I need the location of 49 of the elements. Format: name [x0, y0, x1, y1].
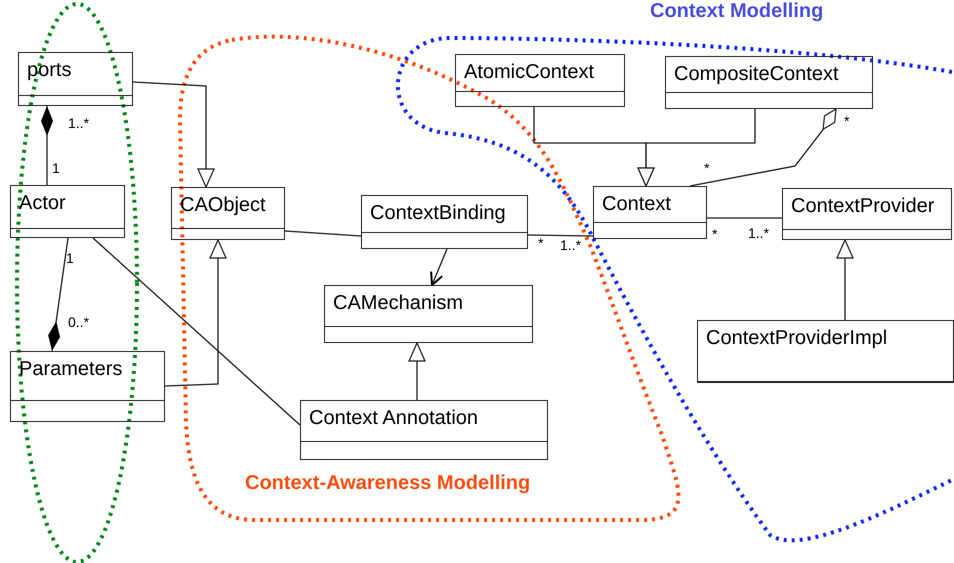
class-box: [10, 185, 125, 238]
association-line: [707, 217, 782, 219]
aggregation-line: [690, 108, 837, 187]
class-name: CAObject: [180, 194, 266, 216]
class-name: ports: [27, 59, 72, 81]
multiplicity: 1: [66, 251, 74, 266]
class-box: [455, 54, 625, 107]
class-box: [593, 186, 707, 239]
class-name: Actor: [19, 192, 66, 214]
class-name: ContextProvider: [791, 195, 934, 217]
multiplicity: *: [538, 236, 544, 252]
multiplicity: *: [704, 161, 710, 176]
multiplicity: 1..*: [68, 116, 90, 132]
multiplicity: *: [844, 114, 850, 130]
class-box: [171, 187, 285, 240]
multiplicity: 0..*: [68, 315, 90, 330]
generalization-arrow: [132, 81, 215, 188]
class-name: Context: [602, 193, 671, 215]
multiplicity: 1: [52, 161, 60, 176]
association-line: [528, 234, 594, 237]
generalization-arrow: [164, 239, 227, 387]
class-name: CAMechanism: [333, 292, 464, 314]
association-arrow: [430, 248, 448, 286]
class-name: AtomicContext: [464, 61, 594, 83]
class-name: ContextBinding: [370, 202, 506, 224]
group-title: Context-Awareness Modelling: [245, 472, 530, 494]
class-box: [697, 320, 954, 383]
composition-line: [41, 106, 53, 185]
group-title: Context Modelling: [650, 0, 824, 22]
class-name: ContextProviderImpl: [706, 327, 888, 349]
generalization-arrow: [408, 342, 426, 400]
class-box: [324, 285, 533, 343]
class-box: [10, 351, 165, 422]
generalization-arrow: [637, 109, 756, 187]
multiplicity: *: [712, 227, 718, 242]
class-name: Parameters: [19, 358, 122, 380]
class-box: [300, 400, 548, 460]
class-box: [782, 188, 952, 240]
association-line: [284, 230, 362, 237]
multiplicity: 1..*: [748, 226, 770, 242]
class-name: CompositeContext: [674, 63, 839, 85]
composition-line: [48, 238, 69, 352]
class-box: [361, 195, 528, 249]
class-box: [665, 56, 873, 109]
class-name: Context Annotation: [309, 407, 478, 429]
generalization-arrow: [836, 239, 854, 320]
association-line: [92, 238, 300, 426]
multiplicity: 1..*: [560, 238, 582, 254]
class-box: [18, 52, 133, 106]
